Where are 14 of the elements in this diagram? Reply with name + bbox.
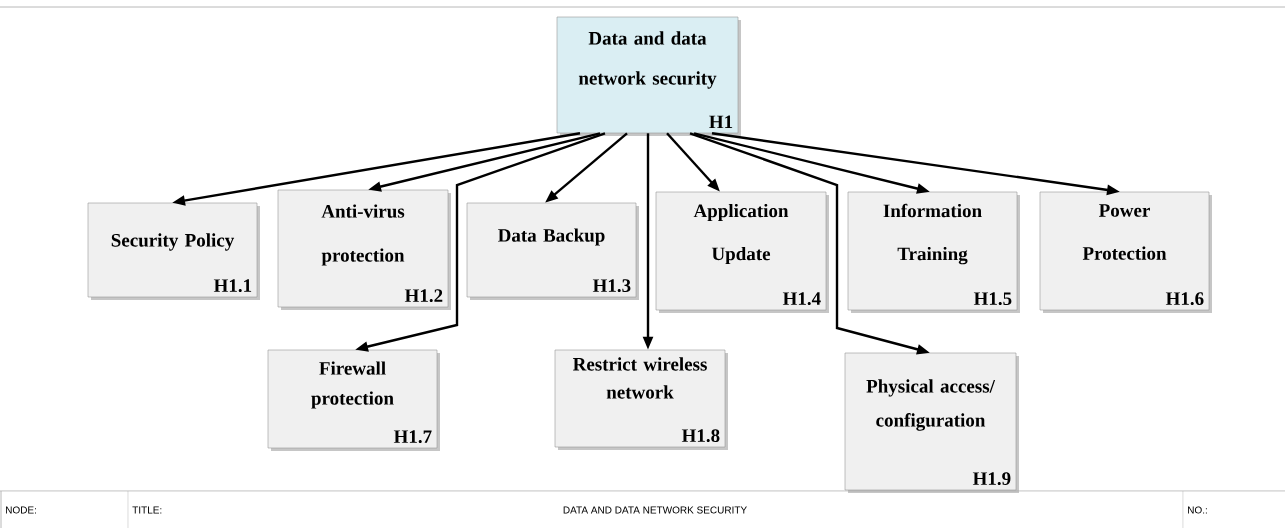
process-box: Application Update H1.4 bbox=[655, 191, 829, 313]
footer-label: NODE: bbox=[6, 506, 36, 514]
process-box: Data Backup H1.3 bbox=[466, 202, 639, 300]
process-box: Anti-virus protection H1.2 bbox=[277, 189, 451, 310]
footer-label: NO.: bbox=[1188, 506, 1207, 514]
process-box: Security Policy H1.1 bbox=[87, 202, 260, 300]
footer-title: DATA AND DATA NETWORK SECURITY bbox=[563, 506, 747, 514]
process-box: Data and data network security H1 bbox=[556, 16, 741, 136]
process-box: Firewall protection H1.7 bbox=[267, 349, 440, 451]
process-box: Information Training H1.5 bbox=[847, 191, 1020, 313]
process-box: Restrict wireless network H1.8 bbox=[554, 349, 728, 450]
footer-label: TITLE: bbox=[132, 506, 162, 514]
process-box: Physical access/ configuration H1.9 bbox=[844, 352, 1019, 493]
process-box: Power Protection H1.6 bbox=[1039, 191, 1212, 313]
